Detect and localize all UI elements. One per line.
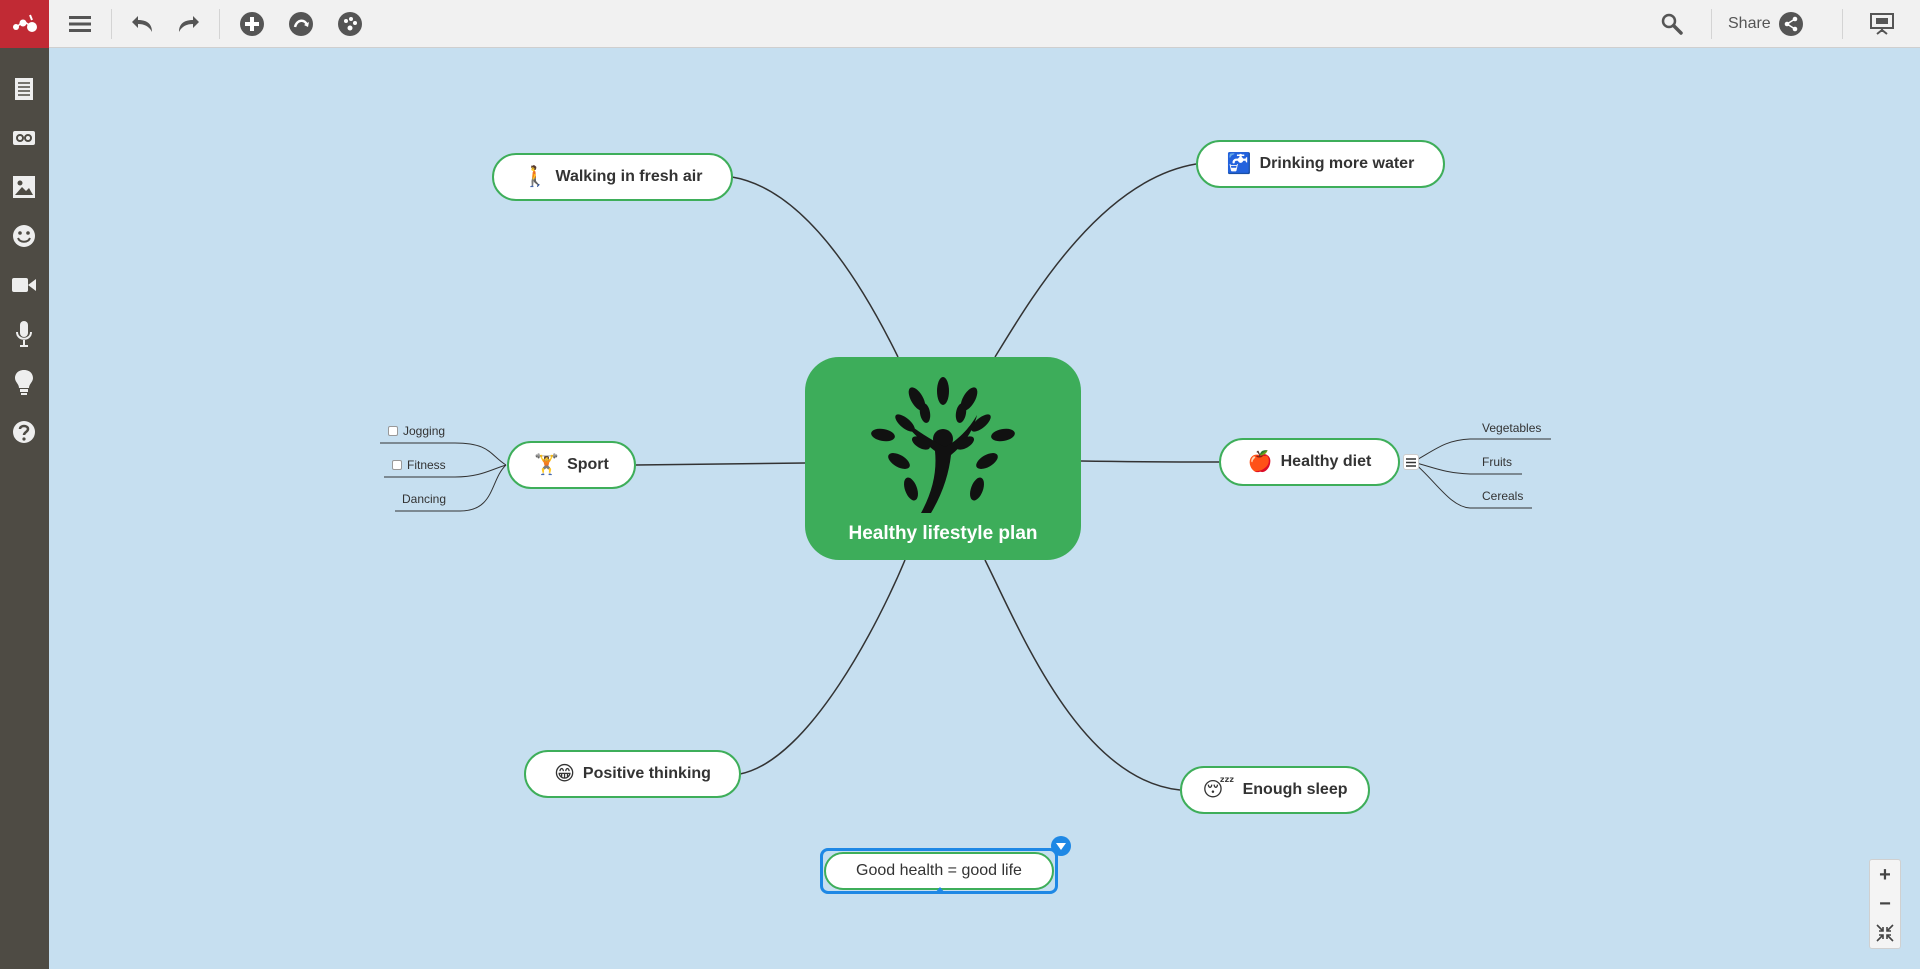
node-diet-label: Healthy diet [1280, 453, 1372, 470]
chevron-down-icon [1056, 842, 1066, 850]
node-positive-label: Positive thinking [582, 765, 711, 782]
zoom-controls: + − [1869, 859, 1901, 949]
leaf-cereals-label: Cereals [1482, 489, 1524, 503]
share-button[interactable]: Share [1728, 8, 1803, 40]
notes-icon[interactable] [10, 75, 38, 103]
apple-icon: 🍎 [1247, 451, 1273, 473]
add-child-handle[interactable] [935, 887, 945, 893]
leaf-fruits[interactable]: Fruits [1482, 455, 1512, 469]
node-walking[interactable]: 🚶 Walking in fresh air [492, 153, 733, 201]
video-icon[interactable] [10, 271, 38, 299]
leaf-fruits-label: Fruits [1482, 455, 1512, 469]
help-icon[interactable] [10, 418, 38, 446]
leaf-vegetables-label: Vegetables [1482, 421, 1542, 435]
palette-icon[interactable] [334, 8, 366, 40]
fit-to-screen-icon[interactable] [1870, 919, 1900, 947]
leaf-jogging[interactable]: Jogging [388, 424, 445, 438]
app-logo[interactable] [0, 0, 49, 48]
menu-icon[interactable] [64, 8, 96, 40]
weightlifter-icon: 🏋 [534, 454, 560, 476]
share-label: Share [1728, 15, 1771, 32]
zoom-out-button[interactable]: − [1879, 892, 1891, 915]
share-icon [1778, 12, 1803, 36]
microphone-icon[interactable] [10, 320, 38, 348]
node-walking-label: Walking in fresh air [555, 168, 703, 185]
image-icon[interactable] [10, 173, 38, 201]
node-water-label: Drinking more water [1259, 155, 1415, 172]
presentation-icon[interactable] [1866, 8, 1898, 40]
leaf-jogging-label: Jogging [403, 424, 446, 438]
left-sidebar [0, 48, 49, 969]
leaf-dancing-label: Dancing [402, 492, 447, 506]
node-water[interactable]: 🚰 Drinking more water [1196, 140, 1445, 188]
sleeping-face-icon: 😴 [1202, 779, 1235, 801]
lightbulb-icon[interactable] [10, 369, 38, 397]
node-sport-label: Sport [567, 456, 609, 473]
leaf-cereals[interactable]: Cereals [1482, 489, 1523, 503]
redo-icon[interactable] [171, 8, 203, 40]
node-diet[interactable]: 🍎 Healthy diet [1219, 438, 1400, 486]
connection-icon[interactable] [285, 8, 317, 40]
node-sport[interactable]: 🏋 Sport [507, 441, 636, 489]
node-floating[interactable]: Good health = good life [824, 852, 1054, 890]
leaf-dancing[interactable]: Dancing [402, 492, 446, 506]
emoji-icon[interactable] [10, 222, 38, 250]
node-options-dropdown[interactable] [1051, 836, 1071, 856]
search-icon[interactable] [1656, 8, 1688, 40]
walking-person-icon: 🚶 [522, 166, 548, 188]
node-sleep-label: Enough sleep [1242, 781, 1348, 798]
root-node[interactable]: Healthy lifestyle plan [805, 357, 1081, 560]
node-sleep[interactable]: 😴 Enough sleep [1180, 766, 1370, 814]
jogging-checkbox[interactable] [388, 426, 398, 436]
node-positive[interactable]: 😁 Positive thinking [524, 750, 741, 798]
tree-person-icon [871, 377, 1015, 513]
fitness-checkbox[interactable] [392, 460, 402, 470]
link-icon[interactable] [10, 124, 38, 152]
top-toolbar: Share [0, 0, 1920, 48]
undo-icon[interactable] [128, 8, 160, 40]
leaf-fitness[interactable]: Fitness [392, 458, 446, 472]
water-tap-icon: 🚰 [1226, 153, 1252, 175]
notes-indicator-icon[interactable] [1403, 454, 1419, 470]
grinning-face-icon: 😁 [554, 763, 575, 785]
root-title: Healthy lifestyle plan [848, 523, 1038, 544]
leaf-fitness-label: Fitness [407, 458, 446, 472]
node-floating-label: Good health = good life [856, 862, 1022, 879]
zoom-in-button[interactable]: + [1879, 863, 1891, 886]
add-node-icon[interactable] [236, 8, 268, 40]
leaf-vegetables[interactable]: Vegetables [1482, 421, 1541, 435]
